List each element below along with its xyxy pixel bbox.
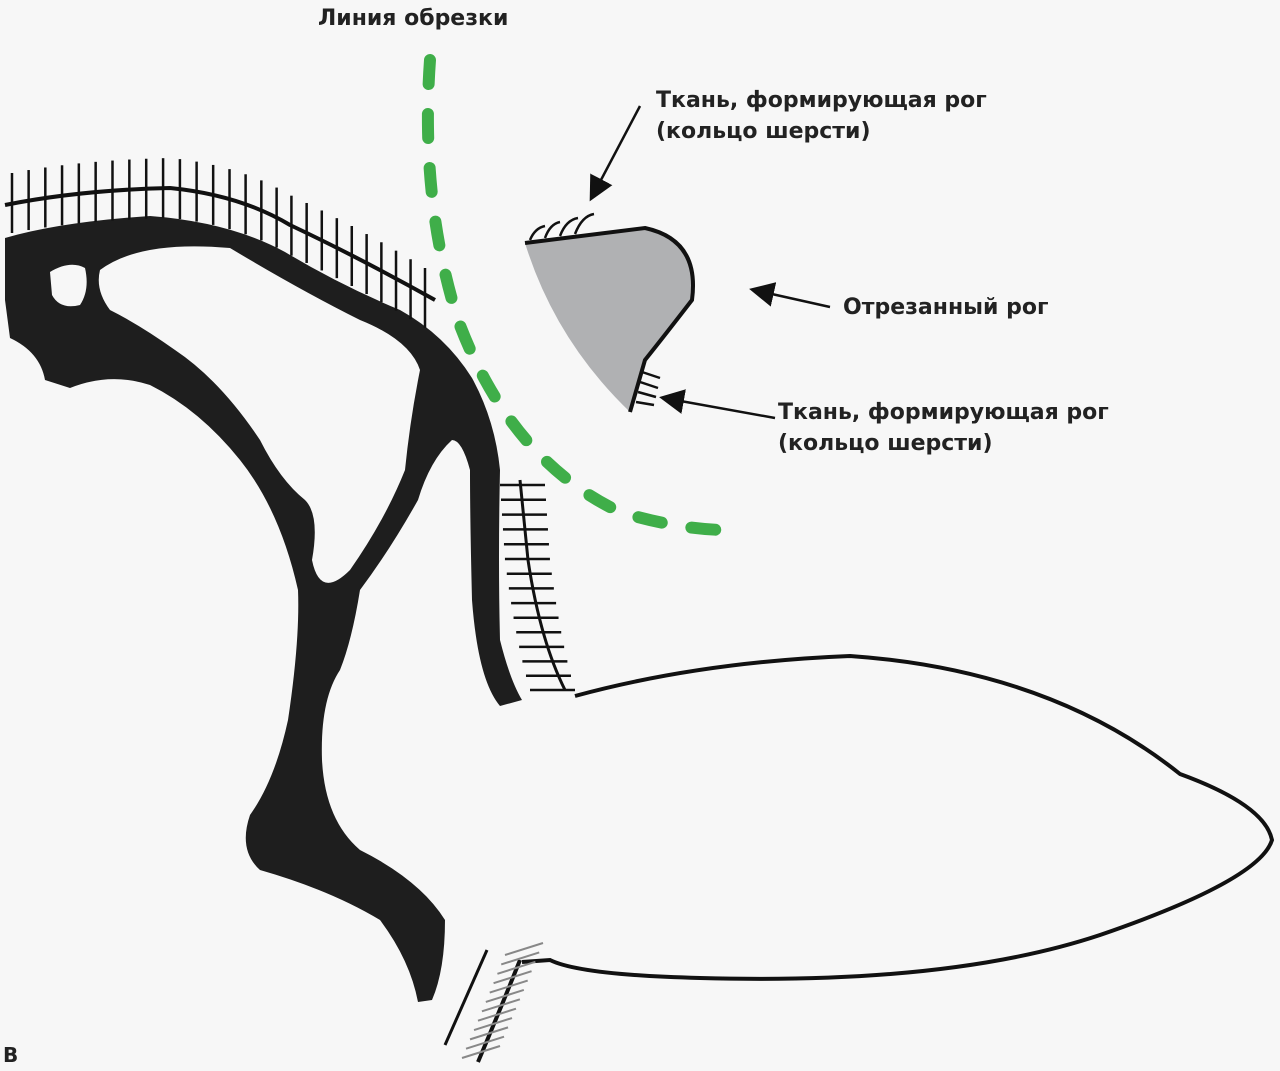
hair-tick	[465, 1035, 505, 1050]
arrow-tissue-bottom	[659, 389, 776, 420]
hair-tick	[504, 942, 544, 956]
hair-tick	[500, 951, 540, 966]
panel-letter: В	[3, 1043, 19, 1067]
hair-tick	[469, 1026, 509, 1041]
hair-ring-neck	[518, 479, 567, 691]
label-tissue-top-line1: Ткань, формирующая рог	[656, 88, 987, 113]
hair-tick	[485, 989, 525, 1003]
hair-ticks-neck	[500, 483, 575, 692]
hair-ring-top	[4, 185, 436, 302]
hair-ring-bottom-outer	[443, 949, 489, 1046]
hair-ticks-top	[10, 158, 427, 328]
label-tissue-top: Ткань, формирующая рог (кольцо шерсти)	[656, 85, 987, 147]
label-cut-horn: Отрезанный рог	[843, 295, 1049, 320]
arrow-cut-horn	[749, 282, 831, 309]
hair-tick	[461, 1045, 501, 1059]
arrow-tissue-top	[589, 105, 642, 202]
hair-tick	[489, 979, 529, 994]
cut-horn	[525, 228, 694, 412]
label-tissue-bottom-line2: (кольцо шерсти)	[778, 431, 993, 456]
hair-tick	[497, 960, 536, 975]
trim-line	[421, 54, 734, 536]
hair-tick	[493, 970, 532, 985]
hair-tick	[481, 998, 521, 1013]
cut-horn-hair	[528, 212, 661, 407]
skull-bone	[5, 216, 522, 1002]
label-tissue-bottom: Ткань, формирующая рог (кольцо шерсти)	[778, 397, 1109, 459]
horn-outline	[521, 653, 1275, 981]
hair-tick	[473, 1017, 513, 1031]
hair-tick	[477, 1007, 517, 1022]
hair-ticks-bottom	[461, 942, 544, 1059]
label-tissue-top-line2: (кольцо шерсти)	[656, 119, 871, 144]
cut-horn-edge	[524, 225, 695, 413]
label-trim-line: Линия обрезки	[318, 6, 509, 31]
label-tissue-bottom-line1: Ткань, формирующая рог	[778, 400, 1109, 425]
